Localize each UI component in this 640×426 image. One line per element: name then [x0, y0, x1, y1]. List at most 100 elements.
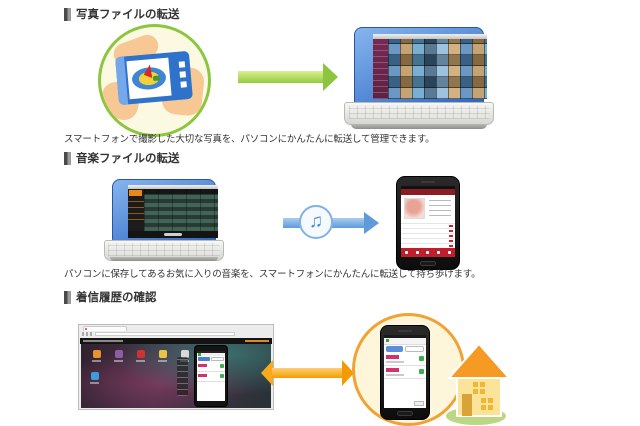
- laptop-screen: [373, 34, 487, 99]
- food-graphic: [152, 75, 161, 82]
- app-icon-label: [158, 360, 167, 362]
- arrow-head-right: [342, 360, 354, 386]
- caller-badge: [386, 368, 399, 372]
- music-app-navbar: [401, 248, 455, 257]
- arrow-head: [364, 212, 379, 234]
- smartphone-music-player: [396, 176, 460, 270]
- phone-icon: [220, 364, 224, 368]
- arrow-head: [323, 63, 338, 91]
- phone-screen: [384, 335, 426, 408]
- heading-marker: [64, 7, 71, 21]
- sync-arrow-orange: [261, 360, 354, 386]
- app-icon: [159, 350, 167, 358]
- call-time-text: [386, 374, 404, 376]
- heading-text: 音楽ファイルの転送: [76, 153, 180, 165]
- transfer-arrow-green: [238, 63, 338, 91]
- phone-icon: [220, 374, 224, 378]
- tab-incoming: [386, 346, 403, 352]
- track-list-rows: [401, 222, 455, 248]
- gallery-sidebar: [373, 39, 388, 99]
- netbook-music-player: [104, 179, 224, 267]
- music-app-menu-button: [129, 190, 142, 196]
- phone-screen: [401, 186, 455, 257]
- call-history-row: [384, 353, 426, 366]
- app-icon-label: [136, 360, 145, 362]
- status-bar: [401, 186, 455, 189]
- caption-music-transfer: パソコンに保存してあるお気に入りの音楽を、スマートフォンにかんたんに転送して持ち…: [64, 269, 481, 280]
- call-history-row: [384, 366, 426, 379]
- remote-desktop-view: [81, 344, 271, 408]
- call-history-row: [197, 362, 225, 372]
- home-button: [397, 411, 413, 416]
- phone-speaker: [421, 181, 435, 183]
- album-art: [404, 198, 425, 219]
- tab-outgoing: [405, 346, 424, 352]
- arrow-bar: [238, 71, 323, 83]
- music-track-list: [144, 189, 218, 231]
- house-graphic: [446, 342, 512, 425]
- caption-photo-transfer: スマートフォンで撮影した大切な写真を、パソコンにかんたんに転送して管理できます。: [64, 134, 435, 145]
- mirrored-phone-screen: [197, 351, 225, 401]
- photo-capture-illustration: [98, 24, 211, 137]
- music-app-sidebar: [128, 196, 144, 231]
- window-titlebar: [373, 34, 487, 39]
- call-time-text: [386, 361, 404, 363]
- laptop-screen: [128, 185, 218, 238]
- phone-speaker: [398, 330, 412, 332]
- laptop-base: [110, 257, 218, 261]
- phone-icon: [419, 356, 424, 361]
- heading-marker: [64, 151, 71, 165]
- arrow-head-left: [261, 360, 273, 386]
- phone-icon: [386, 339, 389, 342]
- pc-browser-screenshot: [78, 324, 274, 410]
- app-icon-label: [92, 360, 101, 362]
- app-icon: [137, 350, 145, 358]
- music-note-icon: ♫: [299, 205, 333, 239]
- camera-viewfinder: [126, 57, 172, 100]
- tab-incoming: [198, 357, 210, 361]
- laptop-base: [351, 124, 487, 129]
- keyboard-keys: [108, 243, 220, 256]
- transfer-arrow-blue: ♫: [283, 205, 379, 239]
- app-icon-label: [114, 360, 123, 362]
- track-list-badges: [449, 223, 453, 247]
- call-history-row: [197, 372, 225, 382]
- netbook-photo-gallery: [344, 27, 494, 129]
- browser-tab: [83, 326, 127, 331]
- app-toolbar: [80, 338, 272, 344]
- keyboard-keys: [349, 105, 489, 119]
- browser-nav-buttons: [82, 332, 92, 336]
- section-heading-photo-transfer: 写真ファイルの転送: [64, 6, 180, 22]
- app-icon: [91, 372, 99, 380]
- window-titlebar: [128, 185, 218, 189]
- heading-text: 写真ファイルの転送: [76, 9, 180, 21]
- house-icon: [445, 338, 512, 426]
- call-app-header: [384, 338, 426, 345]
- side-menu-panel: [177, 357, 188, 396]
- call-app-header: [197, 353, 225, 356]
- caller-badge: [198, 364, 207, 367]
- tab-outgoing: [210, 357, 224, 361]
- status-bar: [197, 351, 225, 353]
- phone-icon: [198, 353, 201, 356]
- photo-thumbnail-grid: [388, 39, 487, 99]
- home-button: [420, 261, 436, 266]
- smartphone-call-history: [380, 325, 430, 420]
- music-app-toolbar: [128, 231, 218, 238]
- screen-button: [414, 401, 424, 406]
- app-icon: [181, 350, 189, 358]
- call-history-tabs: [384, 345, 426, 353]
- laptop-lid: [112, 179, 218, 242]
- caller-badge: [198, 374, 207, 377]
- mirrored-phone-graphic: [194, 345, 228, 407]
- favicon: [85, 328, 87, 330]
- camera-smartphone-graphic: [115, 50, 193, 106]
- laptop-lid: [354, 27, 487, 104]
- caller-badge: [386, 355, 399, 359]
- section-heading-music-transfer: 音楽ファイルの転送: [64, 150, 180, 166]
- app-icon: [93, 350, 101, 358]
- arrow-bar: [272, 368, 342, 378]
- heading-text: 着信履歴の確認: [76, 292, 157, 304]
- status-bar: [384, 335, 426, 338]
